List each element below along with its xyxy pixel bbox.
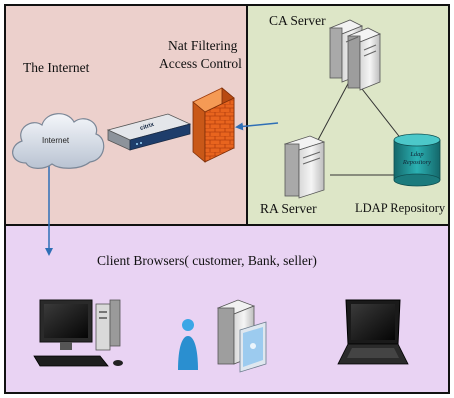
cloud-label: Internet [42, 136, 70, 145]
user-icon [178, 319, 198, 370]
firewall-label-line1: Nat Filtering [168, 38, 238, 53]
internet-cloud-icon [12, 113, 105, 169]
ca-server-label: CA Server [269, 13, 326, 28]
workstation-server-icon [216, 299, 267, 373]
firewall-label-line2: Access Control [159, 56, 242, 71]
ra-server-label: RA Server [260, 201, 317, 216]
firewall-icon [192, 87, 235, 163]
ra-server-icon [283, 135, 326, 199]
server-links [317, 79, 403, 176]
router-icon [106, 113, 192, 151]
ldap-repository-label: LDAP Repository [355, 201, 446, 215]
laptop-icon [337, 299, 409, 365]
desktop-computer-icon [33, 299, 123, 367]
ca-server-icon [329, 19, 381, 91]
ldap-db-label-line2: Repository [402, 159, 432, 167]
ldap-db-label: Ldap Repository [398, 151, 436, 167]
flow-arrows [45, 122, 279, 256]
client-zone-title: Client Browsers( customer, Bank, seller) [97, 253, 317, 268]
ldap-database-icon [393, 133, 441, 187]
internet-zone-title: The Internet [23, 60, 90, 75]
ldap-db-label-line1: Ldap [410, 151, 424, 158]
